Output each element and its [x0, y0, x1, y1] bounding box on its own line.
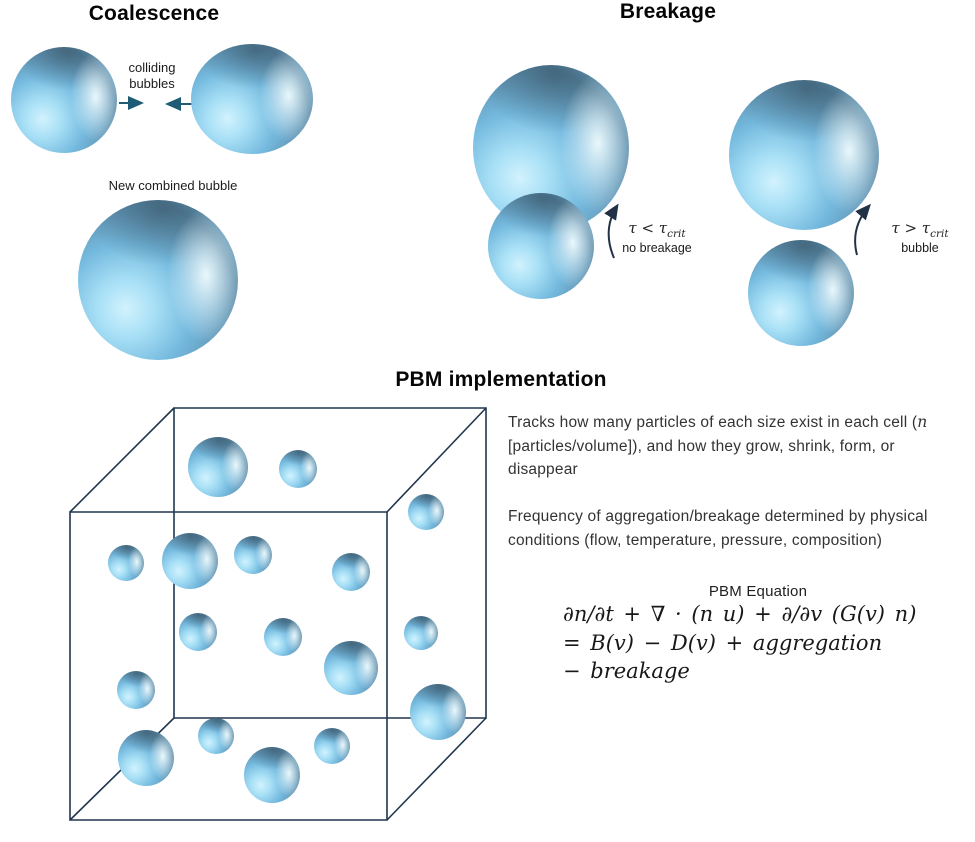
breakage-condition-right: τ > τcrit bubble: [866, 219, 974, 255]
pbm-paragraph-1-line2: [particles/volume]), and how they grow, …: [508, 437, 895, 455]
breakage-title: Breakage: [619, 0, 717, 23]
colliding-bubbles-label-line2: bubbles: [129, 76, 175, 91]
pbm-equation-line2: = B(v) − D(v) + aggregation: [563, 630, 883, 655]
tau-less-than-crit-label: τ < τcrit: [628, 219, 686, 240]
pbm-paragraph-2-line2: conditions (flow, temperature, pressure,…: [508, 531, 883, 549]
pbm-equation: ∂n/∂t + ∇ · (n u) + ∂/∂v (G(v) n) = B(v)…: [563, 600, 916, 686]
cube-wireframe: [69, 407, 487, 821]
tau-greater-than-crit-label: τ > τcrit: [891, 219, 949, 240]
coalescence-title: Coalescence: [88, 2, 220, 25]
bubble-caption: bubble: [901, 241, 939, 255]
pbm-paragraph-1-line1: Tracks how many particles of each size e…: [508, 413, 928, 431]
pbm-equation-line3: − breakage: [563, 659, 690, 683]
colliding-bubbles-label-line1: colliding: [128, 60, 176, 75]
pbm-paragraph-1: Tracks how many particles of each size e…: [508, 411, 927, 482]
math-n: n: [917, 413, 928, 431]
pbm-equation-line1: ∂n/∂t + ∇ · (n u) + ∂/∂v (G(v) n): [563, 602, 917, 626]
breakage-condition-left: τ < τcrit no breakage: [602, 219, 712, 255]
pbm-equation-label: PBM Equation: [708, 583, 808, 600]
colliding-bubbles-label: colliding bubbles: [106, 60, 198, 92]
no-breakage-caption: no breakage: [622, 241, 692, 255]
pbm-paragraph-2-line1: Frequency of aggregation/breakage determ…: [508, 508, 928, 525]
pbm-title: PBM implementation: [395, 368, 607, 391]
collision-arrows: [119, 96, 193, 111]
pbm-paragraph-1-line3: disappear: [508, 461, 578, 478]
new-combined-bubble-label: New combined bubble: [108, 178, 238, 193]
pbm-paragraph-2: Frequency of aggregation/breakage determ…: [508, 505, 928, 552]
